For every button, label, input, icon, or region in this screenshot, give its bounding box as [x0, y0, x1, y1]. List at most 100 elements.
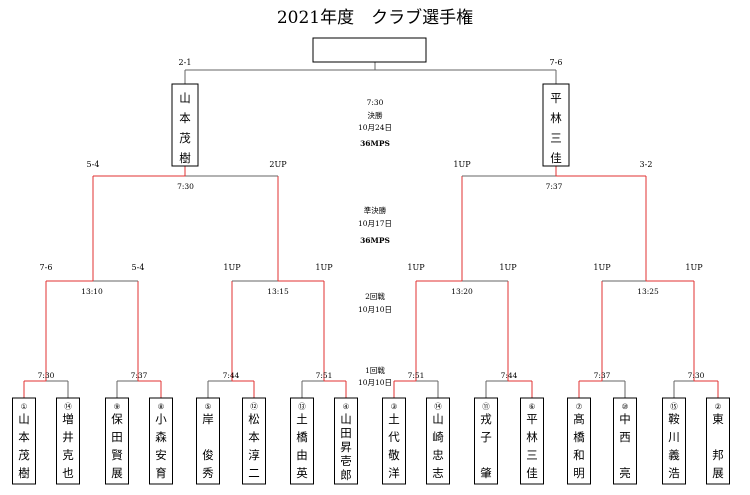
player-name-char: 橋 [573, 430, 585, 444]
semi-score: 1UP [453, 160, 471, 169]
player-name-char: 由 [296, 448, 308, 462]
player-seed: ② [715, 402, 722, 411]
player-name-char: 賢 [111, 448, 123, 462]
r2-score: 1UP [223, 263, 241, 272]
final-time: 7:30 [367, 98, 384, 107]
player-name-char: 二 [248, 466, 260, 480]
finalist-name-char: 本 [179, 111, 191, 125]
player-box [613, 397, 637, 485]
r2-score: 1UP [499, 263, 517, 272]
player-name-char: 育 [155, 466, 167, 480]
player-box [474, 397, 498, 485]
finalist-name-char: 平 [550, 91, 562, 105]
player-name-char: 平 [526, 412, 538, 426]
semi-score: 3-2 [640, 160, 653, 169]
player-box [105, 397, 129, 485]
semi-time: 7:30 [177, 182, 194, 191]
player-name-char: 樹 [18, 466, 30, 480]
player-box [567, 397, 591, 485]
player-name-char: 森 [155, 430, 167, 444]
player-name-char: 山 [340, 412, 352, 426]
page-title: 2021年度 クラブ選手権 [277, 7, 473, 28]
final-score: 7-6 [550, 58, 563, 67]
player-seed: ⑬ [298, 402, 306, 411]
r2-time: 13:10 [81, 287, 103, 296]
player-box [149, 397, 173, 485]
player-name-char: 井 [62, 430, 74, 444]
player-name-char: 中 [619, 412, 631, 426]
player-name-char: 忠 [432, 448, 444, 462]
r1-time: 7:51 [408, 371, 425, 380]
r1-round-date: 10月10日 [358, 378, 392, 387]
player-name-char: 和 [573, 448, 585, 462]
player-name-char: 髙 [573, 412, 585, 426]
finalist-box [171, 83, 199, 167]
player-name-char: 浩 [668, 466, 680, 480]
player-name-char: 土 [296, 412, 308, 426]
finalist-name-char: 林 [550, 111, 562, 125]
player-box [12, 397, 36, 485]
player-name-char: 展 [111, 466, 123, 480]
semi-time: 7:37 [546, 182, 563, 191]
player-box [334, 397, 358, 485]
player-box [662, 397, 686, 485]
r1-time: 7:30 [688, 371, 705, 380]
player-name-char: 崎 [432, 430, 444, 444]
player-seed: ⑧ [158, 402, 165, 411]
player-name-char: 東 [712, 412, 724, 426]
player-name-char: 山 [432, 412, 444, 426]
player-box [290, 397, 314, 485]
player-name-char: 本 [248, 430, 260, 444]
r2-score: 5-4 [132, 263, 145, 272]
player-seed: ⑩ [622, 402, 629, 411]
player-name-char: 淳 [248, 448, 260, 462]
player-box [706, 397, 730, 485]
player-name-char: 代 [388, 430, 400, 444]
finalist-name-char: 山 [179, 91, 191, 105]
player-name-char: 肇 [480, 466, 492, 480]
player-seed: ⑦ [576, 402, 583, 411]
r1-time: 7:30 [38, 371, 55, 380]
player-box [242, 397, 266, 485]
player-seed: ① [21, 402, 28, 411]
player-name-char: 義 [668, 448, 680, 462]
r1-time: 7:37 [131, 371, 148, 380]
semi-score: 2UP [269, 160, 287, 169]
player-name-char: 林 [526, 430, 538, 444]
player-name-char: 保 [111, 412, 123, 426]
player-name-char: 松 [248, 412, 260, 426]
r1-round-name: 1回戦 [365, 365, 385, 375]
player-box [196, 397, 220, 485]
r1-time: 7:44 [223, 371, 240, 380]
player-seed: ④ [343, 402, 350, 411]
r2-time: 13:20 [451, 287, 473, 296]
r2-round-date: 10月10日 [358, 305, 392, 314]
player-name-char: 土 [388, 412, 400, 426]
r1-time: 7:51 [316, 371, 333, 380]
player-box [56, 397, 80, 485]
player-seed: ⑮ [670, 402, 678, 411]
finalist-name-char: 樹 [179, 151, 191, 165]
player-name-char: 郎 [340, 468, 352, 482]
player-name-char: 茂 [18, 448, 30, 462]
player-name-char: 展 [712, 466, 724, 480]
player-name-char: 山 [18, 412, 30, 426]
finalist-box [542, 83, 570, 167]
player-seed: ⑪ [482, 402, 490, 411]
player-name-char: 敬 [388, 448, 400, 462]
player-name-char: 戎 [480, 412, 492, 426]
finalist-name-char: 茂 [179, 131, 191, 145]
player-name-char: 明 [573, 466, 585, 480]
final-score: 2-1 [179, 58, 192, 67]
player-box [382, 397, 406, 485]
player-name-char: 洋 [388, 466, 400, 480]
r2-score: 1UP [315, 263, 333, 272]
player-name-char: 西 [619, 430, 631, 444]
semi-score: 5-4 [87, 160, 100, 169]
r2-time: 13:25 [637, 287, 659, 296]
player-name-char: 子 [480, 430, 492, 444]
player-box [520, 397, 544, 485]
player-seed: ⑤ [205, 402, 212, 411]
r2-score: 1UP [593, 263, 611, 272]
